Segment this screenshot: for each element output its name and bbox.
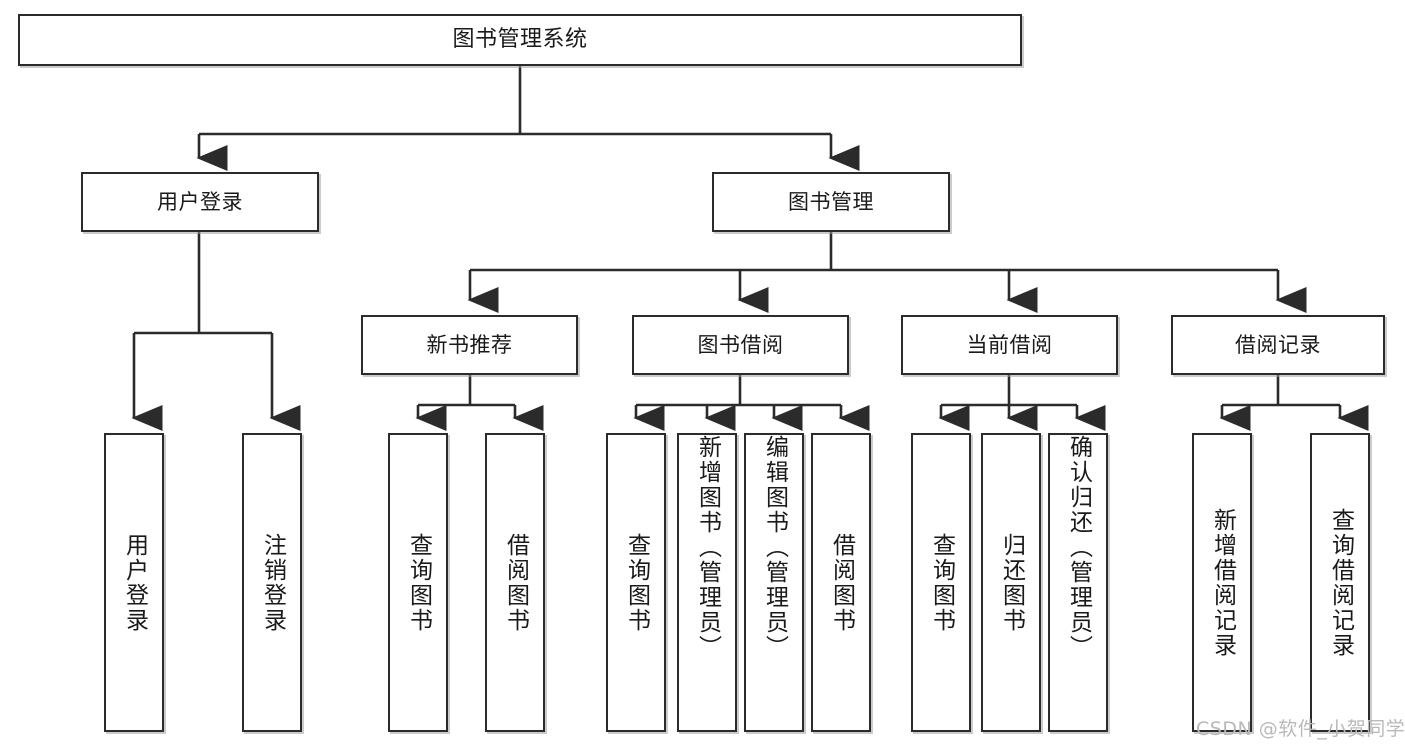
node-book-manage[interactable]: 图书管理 [712,172,950,232]
node-label: 归还图书 [998,532,1025,633]
node-label: 借阅图书 [828,532,855,633]
node-label: 用户登录 [157,189,243,214]
node-label: 图书管理 [788,189,874,214]
node-user-login[interactable]: 用户登录 [81,172,319,232]
node-label: 查询借阅记录 [1327,507,1354,658]
node-label: 借阅记录 [1235,332,1321,357]
node-label: 注销登录 [259,532,286,633]
node-label: 新增借阅记录 [1209,507,1236,658]
node-label: 借阅图书 [502,532,529,633]
node-label: 确认归还（管理员） [1065,435,1092,660]
node-label: 新书推荐 [426,332,513,357]
leaf-query-book-borrow[interactable]: 查询图书 [606,433,666,732]
node-current-borrow[interactable]: 当前借阅 [901,315,1118,375]
node-borrow-record[interactable]: 借阅记录 [1171,315,1385,375]
node-label: 查询图书 [405,532,432,633]
node-label: 新增图书（管理员） [694,435,721,660]
leaf-query-book-recommend[interactable]: 查询图书 [388,433,448,732]
node-label: 图书借阅 [697,332,784,357]
node-root-system[interactable]: 图书管理系统 [18,14,1022,66]
node-new-book-recommend[interactable]: 新书推荐 [361,315,578,375]
leaf-user-login[interactable]: 用户登录 [104,433,164,732]
csdn-watermark: CSDN @软件_小贺同学 [1196,718,1405,740]
node-label: 图书管理系统 [452,27,588,53]
leaf-logout-login[interactable]: 注销登录 [242,433,302,732]
leaf-add-book-admin[interactable]: 新增图书（管理员） [677,433,737,732]
node-label: 编辑图书（管理员） [761,435,788,660]
node-label: 用户登录 [121,532,148,633]
leaf-confirm-return-admin[interactable]: 确认归还（管理员） [1048,433,1108,732]
leaf-edit-book-admin[interactable]: 编辑图书（管理员） [744,433,804,732]
node-label: 查询图书 [928,532,955,633]
leaf-borrow-book-recommend[interactable]: 借阅图书 [485,433,545,732]
leaf-query-borrow-record[interactable]: 查询借阅记录 [1310,433,1370,732]
leaf-query-book-current[interactable]: 查询图书 [911,433,971,732]
node-book-borrow[interactable]: 图书借阅 [632,315,849,375]
node-label: 查询图书 [623,532,650,633]
leaf-add-borrow-record[interactable]: 新增借阅记录 [1192,433,1252,732]
leaf-borrow-book[interactable]: 借阅图书 [811,433,871,732]
node-label: 当前借阅 [966,332,1053,357]
leaf-return-book[interactable]: 归还图书 [981,433,1041,732]
